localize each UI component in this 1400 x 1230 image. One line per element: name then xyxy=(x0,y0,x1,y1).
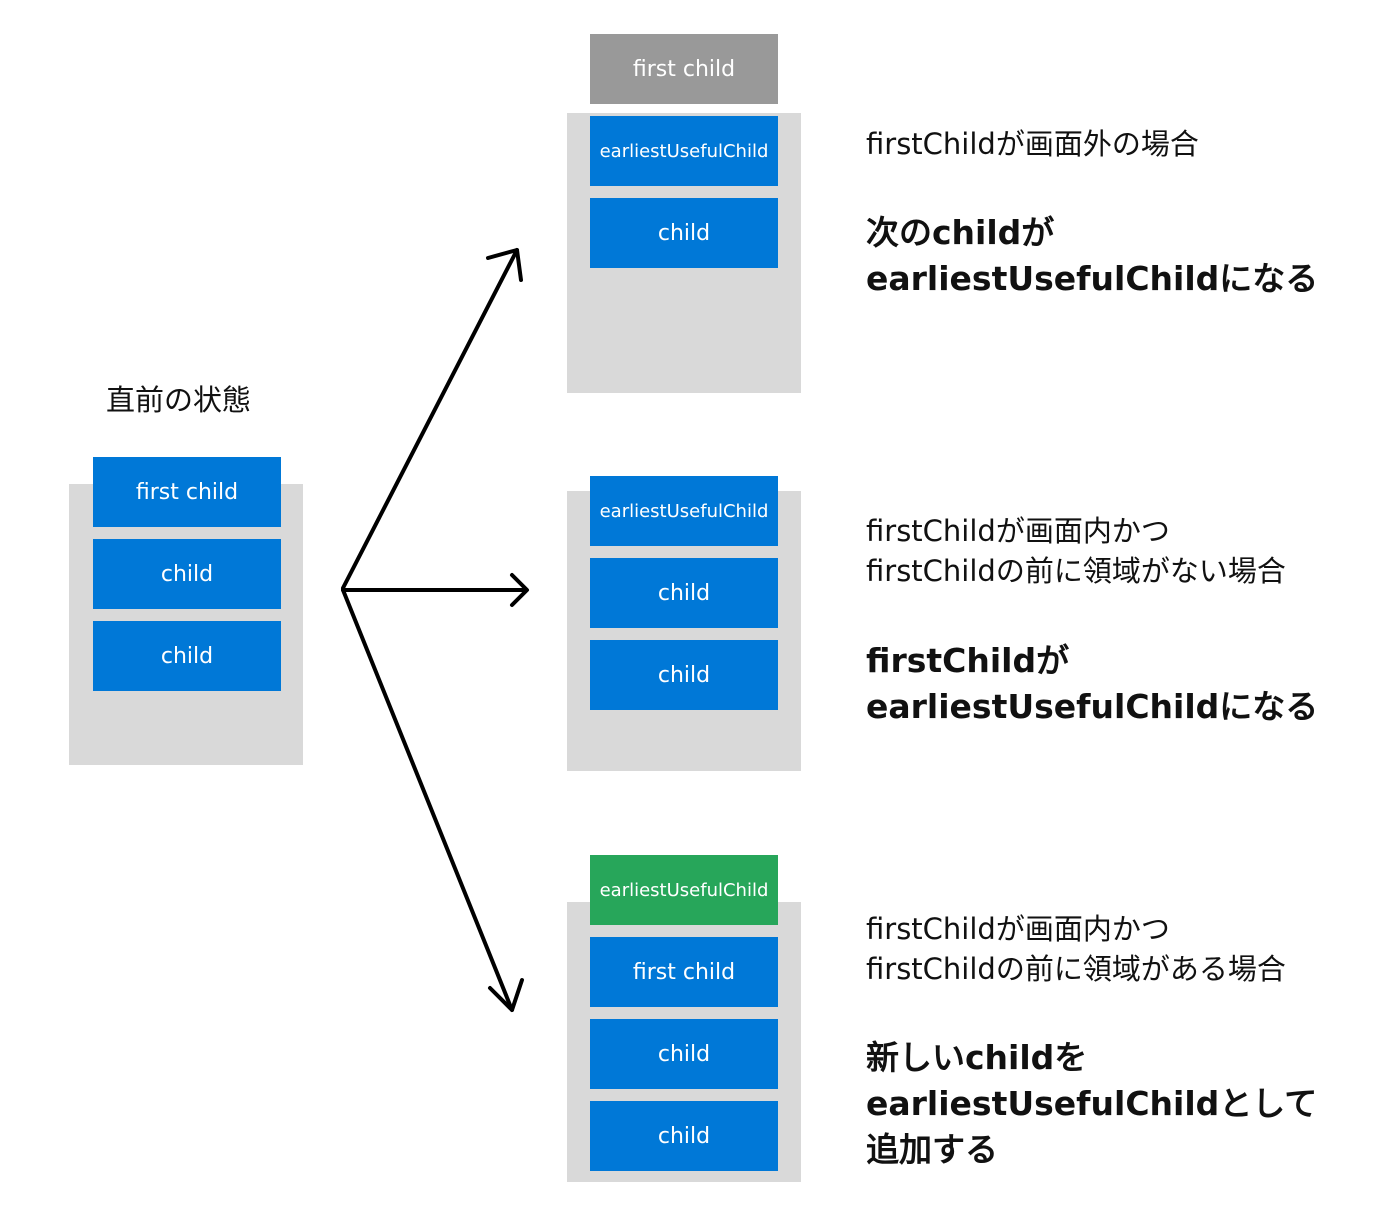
case2-condition-line-2: firstChildの前に領域がない場合 xyxy=(866,554,1286,588)
case1-result-line-1: 次のchildが xyxy=(866,213,1055,252)
before-first-child: first child xyxy=(93,457,281,527)
case3-result: 新しいchildを earliestUsefulChildとして 追加する xyxy=(866,1035,1317,1173)
arrow-to-case3 xyxy=(341,588,514,1012)
before-title: 直前の状態 xyxy=(106,383,252,417)
case3-child-2: child xyxy=(590,1101,778,1171)
case1-first-child-offscreen: first child xyxy=(590,34,778,104)
arrow-to-case1-head xyxy=(486,248,523,282)
before-child-2: child xyxy=(93,621,281,691)
case1-child: child xyxy=(590,198,778,268)
case3-child-1: child xyxy=(590,1019,778,1089)
case3-condition-line-2: firstChildの前に領域がある場合 xyxy=(866,952,1286,986)
case2-result: firstChildが earliestUsefulChildになる xyxy=(866,638,1318,730)
case3-condition-line-1: firstChildが画面内かつ xyxy=(866,912,1170,946)
case2-child-1: child xyxy=(590,558,778,628)
case2-child-2: child xyxy=(590,640,778,710)
case1-condition: firstChildが画面外の場合 xyxy=(866,124,1199,164)
arrow-to-case1 xyxy=(341,248,519,590)
case1-result-line-2: earliestUsefulChildになる xyxy=(866,259,1319,298)
case2-result-line-2: earliestUsefulChildになる xyxy=(866,687,1319,726)
case3-new-earliest-useful-child: earliestUsefulChild xyxy=(590,855,778,925)
case2-earliest-useful-child: earliestUsefulChild xyxy=(590,476,778,546)
case3-result-line-1: 新しいchildを xyxy=(866,1038,1088,1077)
case3-first-child: first child xyxy=(590,937,778,1007)
arrow-to-case2-head xyxy=(510,573,529,607)
case2-result-line-1: firstChildが xyxy=(866,641,1070,680)
case3-condition: firstChildが画面内かつ firstChildの前に領域がある場合 xyxy=(866,909,1286,989)
case2-condition-line-1: firstChildが画面内かつ xyxy=(866,514,1170,548)
case3-result-line-3: 追加する xyxy=(866,1130,998,1169)
case1-earliest-useful-child: earliestUsefulChild xyxy=(590,116,778,186)
case3-result-line-2: earliestUsefulChildとして xyxy=(866,1084,1318,1123)
before-child-1: child xyxy=(93,539,281,609)
case1-condition-line-1: firstChildが画面外の場合 xyxy=(866,127,1199,161)
case1-result: 次のchildが earliestUsefulChildになる xyxy=(866,210,1318,302)
case2-condition: firstChildが画面内かつ firstChildの前に領域がない場合 xyxy=(866,511,1286,591)
arrow-to-case3-head xyxy=(488,978,524,1012)
